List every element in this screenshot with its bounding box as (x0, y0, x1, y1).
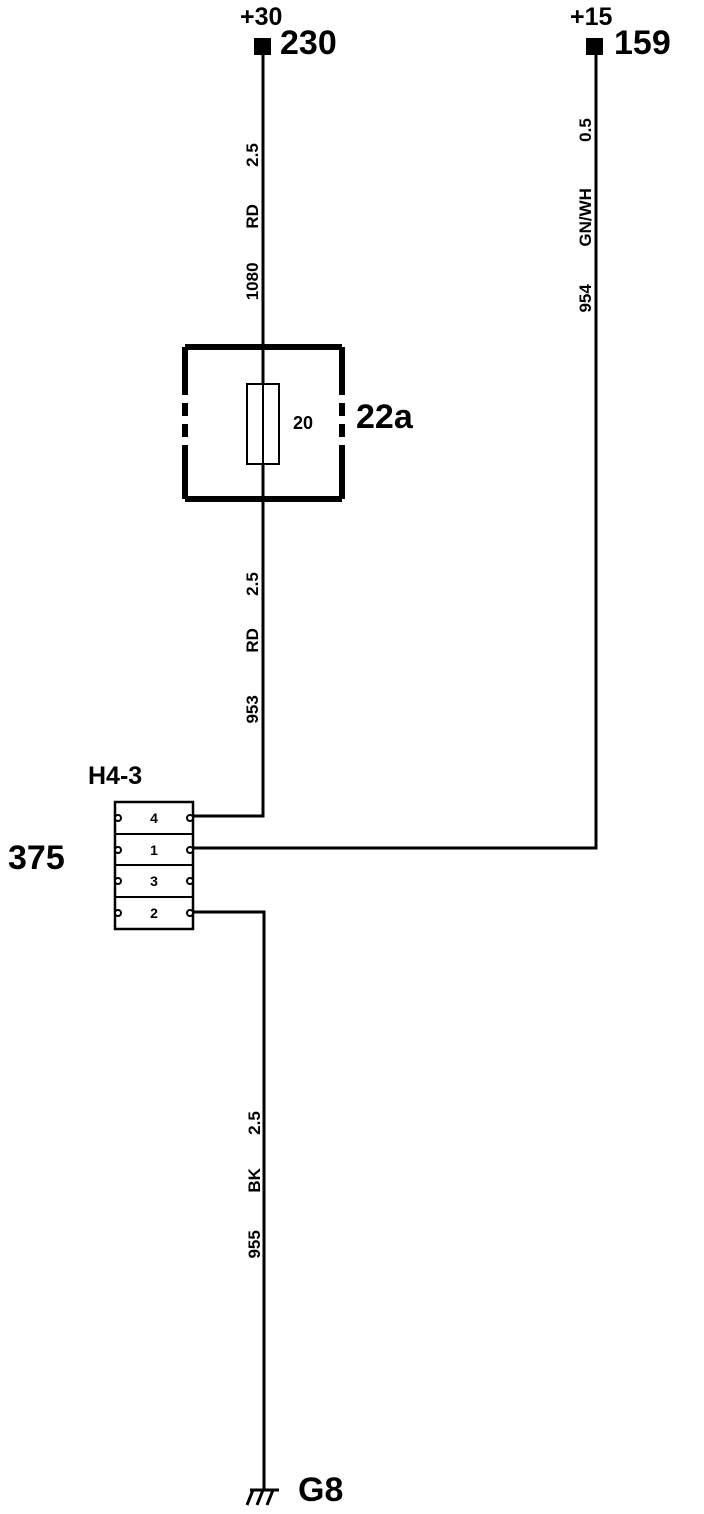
connector-ref: 375 (8, 839, 65, 877)
connector-pin-label: 2 (150, 905, 158, 921)
wire-1080-gauge: 2.5 (243, 143, 262, 167)
ground-icon (245, 1488, 279, 1506)
wire-955-line (193, 910, 266, 1490)
connector-pin-label: 4 (150, 810, 158, 826)
terminal-230-number: 230 (280, 24, 337, 62)
wire-1080-label: 1080 RD 2.5 (243, 143, 262, 300)
wire-954-gauge: 0.5 (576, 118, 595, 142)
wire-955-label-group: 955 BK 2.5 (245, 1111, 264, 1258)
wire-954-label: 954 GN/WH 0.5 (576, 118, 595, 312)
wire-953-gauge: 2.5 (243, 572, 262, 596)
fuse-id: 22a (356, 398, 414, 436)
wire-953-label: 953 RD 2.5 (243, 572, 262, 723)
wire-1080-color: RD (243, 204, 262, 229)
wire-954-label-group: 954 GN/WH 0.5 (576, 118, 595, 312)
terminal-159-supply: +15 (570, 3, 613, 31)
wire-1080-number: 1080 (243, 262, 262, 300)
terminal-230-supply: +30 (240, 3, 282, 31)
wire-955-gauge: 2.5 (245, 1111, 264, 1135)
fuse-rating: 20 (293, 413, 313, 433)
connector-pin-label: 3 (150, 873, 158, 889)
wire-953-number: 953 (243, 695, 262, 723)
connector-pin-label: 1 (150, 842, 158, 858)
wire-953-line (193, 464, 265, 818)
terminal-159-square (586, 38, 603, 55)
wire-953-label-group: 953 RD 2.5 (243, 572, 262, 723)
connector-block (113, 800, 195, 931)
ground-id: G8 (298, 1471, 343, 1509)
wire-954-line (193, 55, 598, 850)
wire-1080-label-group: 1080 RD 2.5 (243, 143, 262, 300)
wire-954-color: GN/WH (576, 188, 595, 247)
wire-953-color: RD (243, 628, 262, 653)
terminal-230-square (254, 38, 271, 55)
connector-id: H4-3 (88, 762, 142, 790)
wire-955-number: 955 (245, 1230, 264, 1258)
wire-955-label: 955 BK 2.5 (245, 1111, 264, 1258)
terminal-159-number: 159 (614, 24, 671, 62)
wire-954-number: 954 (576, 284, 595, 313)
wire-955-color: BK (245, 1167, 264, 1192)
